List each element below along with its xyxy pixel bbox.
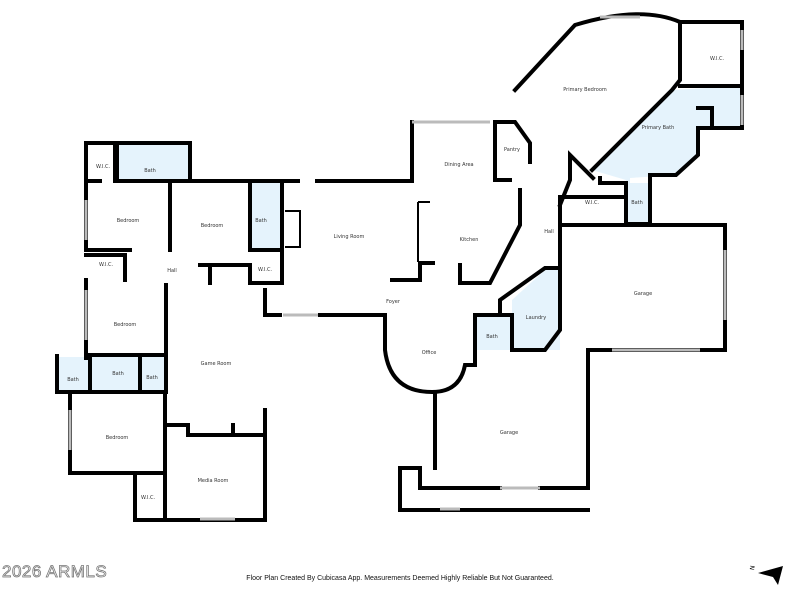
room-label-bath: Bath <box>144 168 156 174</box>
room-label-bedroom: Bedroom <box>114 322 137 328</box>
room-label-pantry: Pantry <box>504 147 520 153</box>
room-label-wic: W.I.C. <box>141 495 156 501</box>
room-label-dining-area: Dining Area <box>444 162 473 168</box>
room-label-bath: Bath <box>67 377 79 383</box>
walls <box>55 12 744 522</box>
room-label-bedroom: Bedroom <box>106 435 129 441</box>
room-label-bath: Bath <box>255 218 267 224</box>
room-label-primary-bath: Primary Bath <box>642 125 675 131</box>
room-label-bath: Bath <box>631 200 643 206</box>
room-label-garage: Garage <box>634 291 652 297</box>
room-label-garage: Garage <box>500 430 518 436</box>
room-label-bedroom: Bedroom <box>117 218 140 224</box>
room-label-wic: W.I.C. <box>99 262 114 268</box>
windows <box>68 15 744 521</box>
room-labels: W.I.C. Bath Bedroom Bedroom Bath Living … <box>67 56 724 501</box>
room-label-primary-bedroom: Primary Bedroom <box>563 87 607 93</box>
watermark: 2026 ARMLS <box>2 562 108 582</box>
room-label-wic: W.I.C. <box>96 164 111 170</box>
room-label-wic: W.I.C. <box>710 56 725 62</box>
compass-label: N <box>749 565 757 571</box>
room-label-wic: W.I.C. <box>258 267 273 273</box>
room-label-laundry: Laundry <box>526 315 546 321</box>
room-label-foyer: Foyer <box>386 299 401 305</box>
room-label-office: Office <box>422 350 437 356</box>
room-label-living-room: Living Room <box>334 234 365 240</box>
room-label-bath: Bath <box>146 375 158 381</box>
north-arrow-icon: N <box>749 565 783 585</box>
room-label-media-room: Media Room <box>198 478 229 484</box>
wet-areas <box>58 86 742 391</box>
room-label-bath: Bath <box>112 371 124 377</box>
room-label-bath: Bath <box>486 334 498 340</box>
room-label-hall: Hall <box>544 229 554 235</box>
room-label-game-room: Game Room <box>201 361 232 367</box>
room-label-wic: W.I.C. <box>585 200 600 206</box>
room-label-bedroom: Bedroom <box>201 223 224 229</box>
room-label-hall: Hall <box>167 268 177 274</box>
room-label-kitchen: Kitchen <box>460 237 479 243</box>
floor-plan-credit: Floor Plan Created By Cubicasa App. Meas… <box>246 575 554 582</box>
